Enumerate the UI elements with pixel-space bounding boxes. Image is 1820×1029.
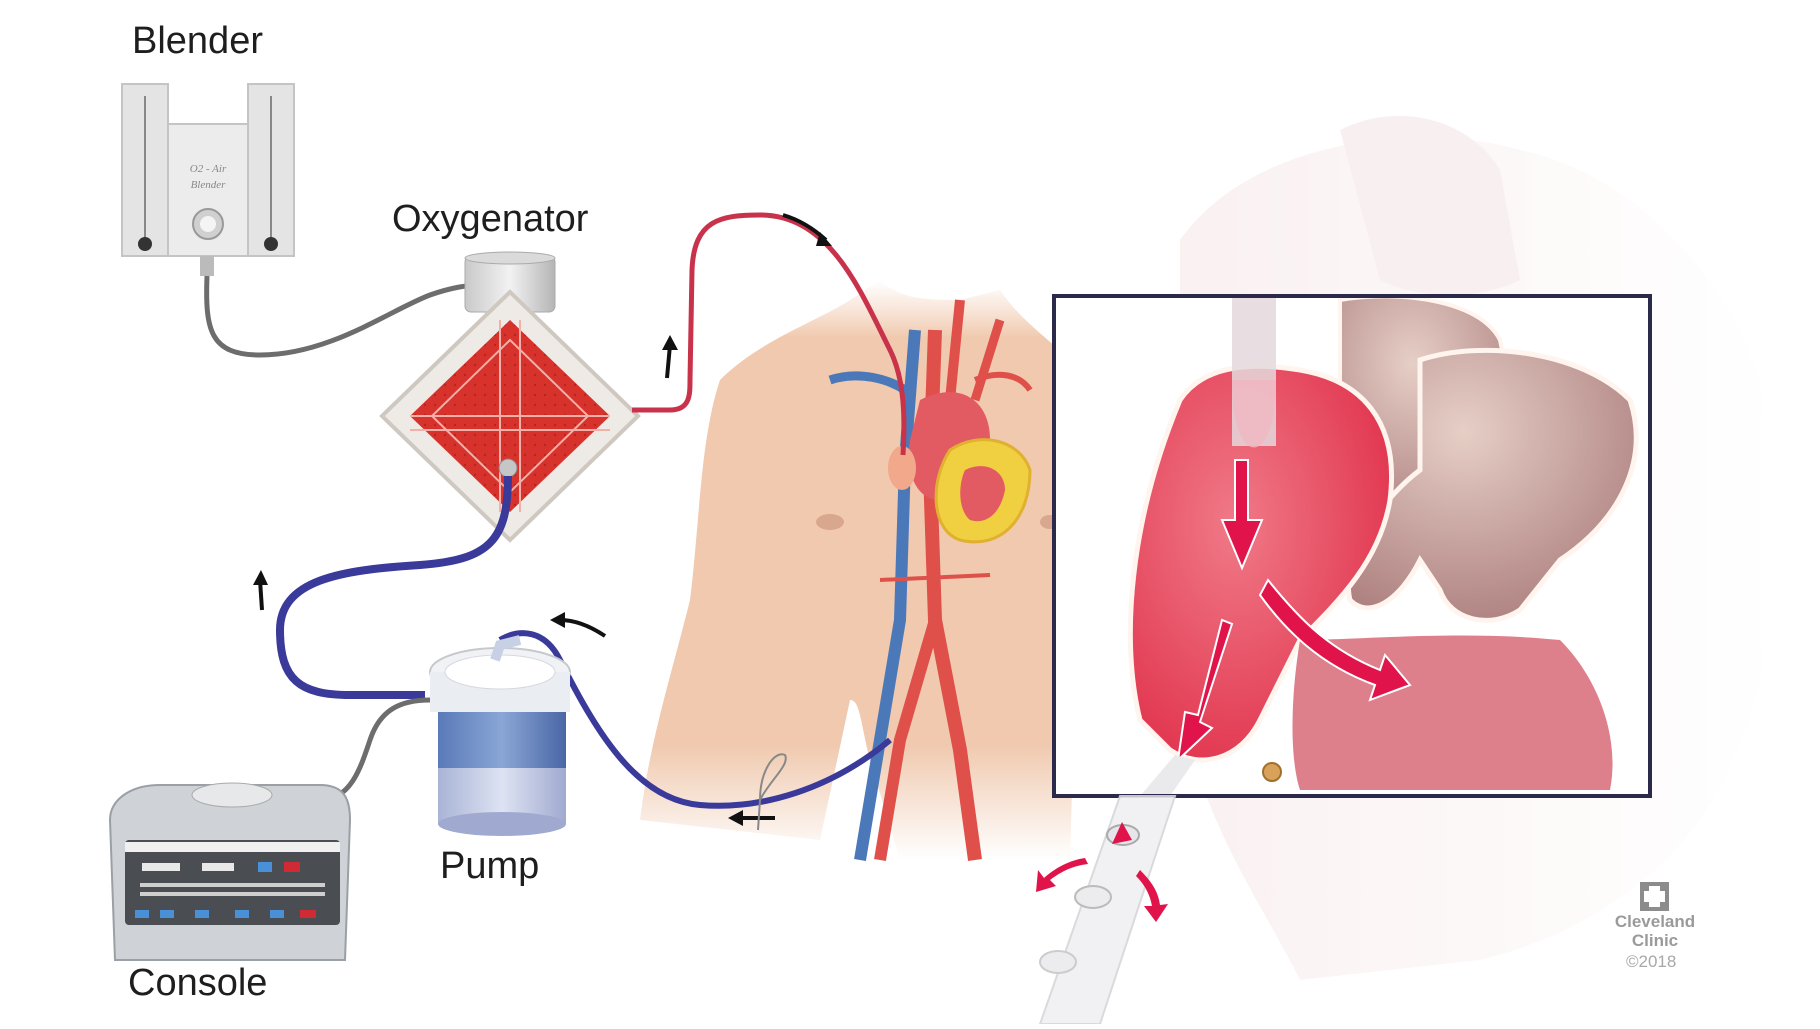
oxygenator-device (379, 251, 641, 543)
arterial-return-tubing (632, 212, 907, 456)
blender-device-line1: O2 - Air (190, 163, 227, 175)
gas-line (204, 275, 481, 358)
venous-drainage-tubing (498, 630, 892, 809)
patient-heart (888, 392, 1032, 544)
pump-label: Pump (440, 845, 540, 887)
patient-torso (640, 280, 1080, 860)
inset-border (1052, 294, 1652, 798)
inset-flow-arrows (1176, 459, 1412, 763)
copyright-text: ©2018 (1626, 952, 1677, 971)
blender-device-line2: Blender (191, 179, 227, 191)
brand-line2: Clinic (1631, 931, 1679, 950)
great-vessels (828, 299, 1033, 861)
console-device (108, 782, 352, 961)
blender-label: Blender (132, 20, 263, 62)
pump-device (429, 635, 571, 836)
suture-icon (757, 753, 787, 831)
heart-inset (1052, 294, 1652, 798)
cleveland-clinic-logo-icon (1640, 882, 1669, 911)
watermark-brand: Cleveland Clinic (1605, 912, 1705, 950)
console-label: Console (128, 962, 268, 1004)
flow-arrow-up-icon (665, 344, 672, 379)
oxygenator-inflow-tubing (275, 475, 512, 699)
blender-device: O2 - Air Blender (121, 83, 295, 276)
console-cable (319, 697, 431, 803)
circuit-flow-arrows (253, 213, 832, 826)
brand-line1: Cleveland (1614, 912, 1696, 931)
oxygenator-label: Oxygenator (392, 198, 589, 240)
